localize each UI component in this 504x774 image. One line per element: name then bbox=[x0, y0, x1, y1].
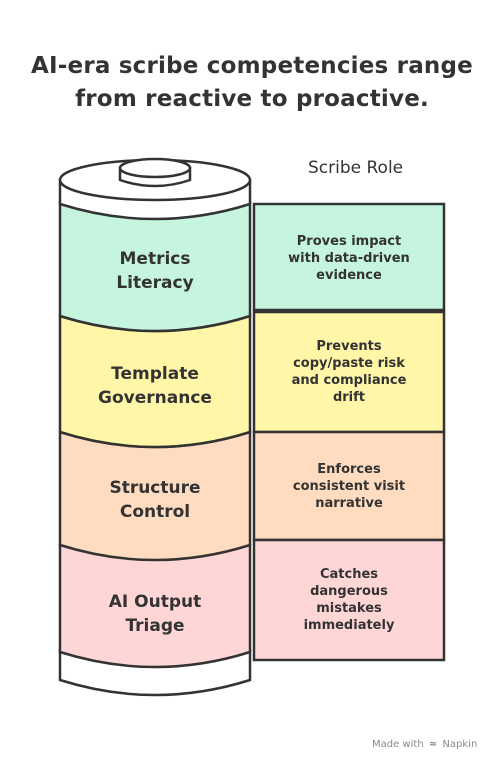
page-title: AI-era scribe competencies range from re… bbox=[0, 50, 504, 116]
desc-box-structure bbox=[252, 430, 446, 542]
segment-label-template: Template Governance bbox=[98, 364, 212, 408]
desc-text-triage: Catches dangerous mistakes immediately bbox=[303, 567, 395, 633]
desc-box-template bbox=[252, 310, 446, 434]
title-line-2: from reactive to proactive. bbox=[75, 86, 429, 112]
segment-metrics bbox=[58, 200, 252, 333]
desc-box-triage bbox=[252, 538, 446, 662]
column-header: Scribe Role bbox=[308, 158, 404, 178]
segment-triage bbox=[58, 543, 252, 669]
segment-label-triage: AI Output Triage bbox=[108, 592, 202, 636]
napkin-brand: Napkin bbox=[442, 739, 478, 750]
segment-label-structure: Structure Control bbox=[109, 478, 201, 522]
made-with-label: Made with bbox=[372, 739, 424, 750]
napkin-attribution[interactable]: Made with ≈ Napkin bbox=[372, 739, 477, 750]
segment-label-metrics: Metrics Literacy bbox=[116, 249, 194, 293]
battery-terminal-top bbox=[118, 157, 192, 179]
desc-text-template: Prevents copy/paste risk and compliance … bbox=[291, 339, 407, 405]
title-line-1: AI-era scribe competencies range bbox=[31, 53, 473, 79]
desc-text-metrics: Proves impact with data-driven evidence bbox=[288, 234, 410, 283]
desc-box-metrics bbox=[252, 202, 446, 312]
napkin-bolt-icon: ≈ bbox=[428, 739, 438, 750]
desc-text-structure: Enforces consistent visit narrative bbox=[292, 462, 406, 511]
